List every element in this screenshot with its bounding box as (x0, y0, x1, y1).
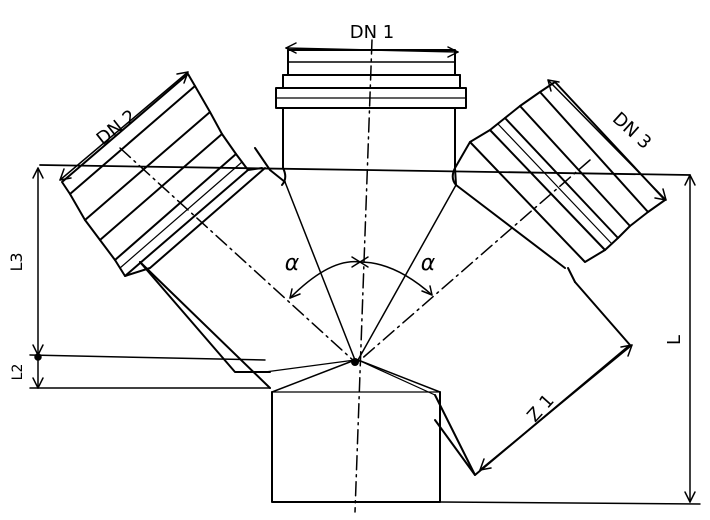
z1-dimension (479, 344, 633, 471)
reference-line (39, 164, 691, 176)
l-label: L (664, 335, 685, 345)
l2-label: L2 (10, 364, 26, 381)
l-dimension (439, 174, 701, 505)
dn2-dimension (59, 71, 189, 181)
alpha-right-label: α (421, 251, 436, 276)
alpha-left-label: α (285, 251, 300, 276)
l3-l2-dimension (29, 167, 271, 389)
z1-label: Z 1 (523, 390, 558, 426)
fitting-body (139, 181, 566, 503)
angle-dimension (289, 256, 433, 299)
l3-label: L3 (7, 252, 26, 271)
dn1-label: DN 1 (350, 22, 395, 43)
dn1-dimension (285, 42, 459, 58)
left-branch-socket (61, 73, 286, 373)
dn3-dimension (547, 79, 667, 201)
centerlines (119, 39, 591, 513)
dn2-label: DN 2 (93, 106, 141, 150)
